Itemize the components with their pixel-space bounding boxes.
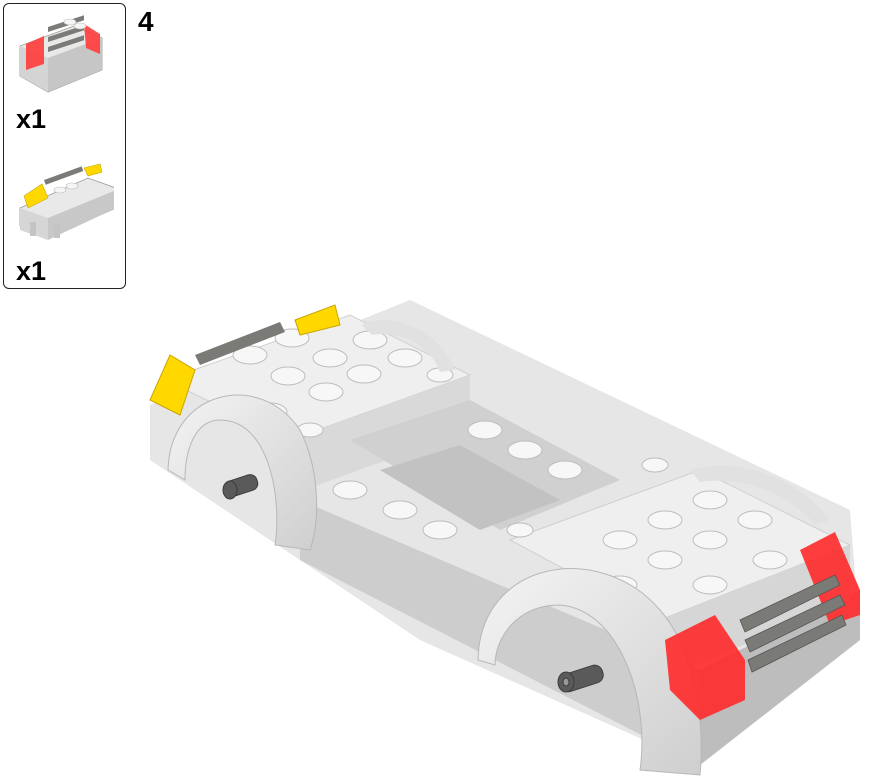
part-quantity-1: x1 bbox=[16, 104, 47, 134]
part-quantity-2: x1 bbox=[16, 256, 47, 286]
parts-callout-box: x1 x1 bbox=[3, 3, 126, 289]
red-tail-light-part-icon bbox=[19, 15, 103, 93]
step-number: 4 bbox=[138, 6, 154, 37]
yellow-headlight-part-icon bbox=[19, 163, 114, 240]
